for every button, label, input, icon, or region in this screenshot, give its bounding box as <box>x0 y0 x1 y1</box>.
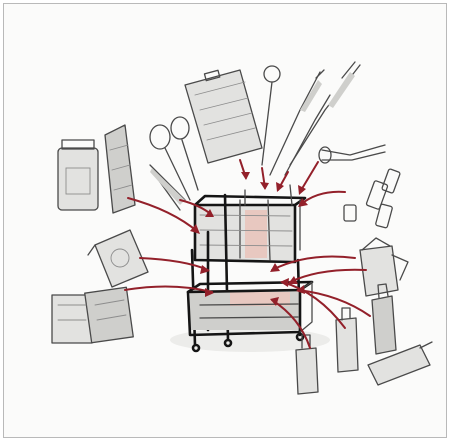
cutting-board-icon <box>185 70 262 163</box>
food-boxes-icon <box>88 230 148 287</box>
rolling-cart <box>170 185 330 352</box>
spice-bottles-icon <box>344 169 400 229</box>
serving-utensils-icon <box>150 117 198 210</box>
knife-set-icon <box>262 62 360 175</box>
kitchen-tongs-icon <box>319 145 385 163</box>
moka-pot-icon <box>360 238 408 296</box>
packaged-food-icon <box>52 287 133 343</box>
storage-jars-icon <box>58 125 135 213</box>
cart-top-basket <box>195 185 305 262</box>
